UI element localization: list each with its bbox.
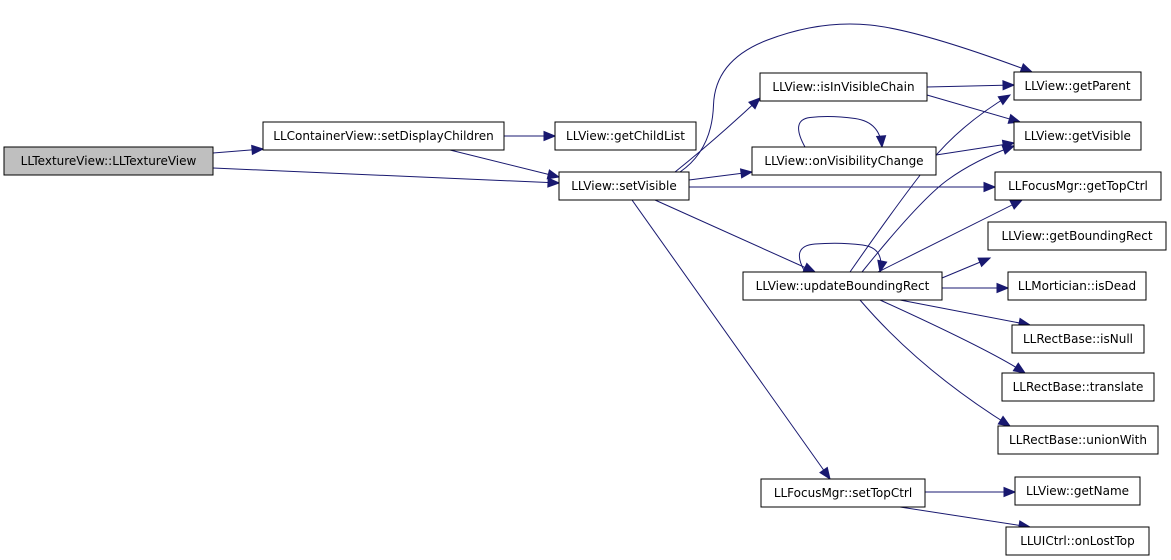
edge-ctor-to-setvisible (212, 167, 560, 184)
edge-ctor-to-setdisplaychildren-arrowhead (251, 144, 265, 156)
node-label: LLView::setVisible (571, 179, 677, 193)
edge-updateboundingrect-to-getboundingrect-arrowhead (977, 257, 992, 268)
edge-setvisible-to-updateboundingrect-arrowhead (802, 262, 817, 273)
node-label: LLView::getBoundingRect (1001, 229, 1152, 243)
node-lltextureview-ctor[interactable]: LLTextureView::LLTextureView (3, 146, 214, 176)
node-label: LLTextureView::LLTextureView (21, 154, 197, 168)
edges-layer (212, 23, 1034, 531)
node-gettopctrl[interactable]: LLFocusMgr::getTopCtrl (994, 171, 1162, 201)
node-getname[interactable]: LLView::getName (1014, 476, 1141, 506)
edge-updateboundingrect-to-getvisible (861, 145, 1015, 273)
node-label: LLFocusMgr::setTopCtrl (774, 486, 912, 500)
edge-setvisible-to-settopctrl (631, 199, 831, 480)
node-settopctrl[interactable]: LLFocusMgr::setTopCtrl (760, 478, 926, 508)
edge-updateboundingrect-to-unionwith-arrowhead (997, 415, 1012, 427)
edge-updateboundingrect-to-translate-arrowhead (1012, 362, 1027, 374)
edge-settopctrl-to-getname-arrowhead (1003, 486, 1017, 498)
node-label: LLRectBase::unionWith (1009, 433, 1147, 447)
node-label: LLView::getChildList (566, 129, 685, 143)
node-getchildlist[interactable]: LLView::getChildList (554, 121, 697, 151)
edge-onvisibilitychange-self (798, 115, 883, 148)
edge-setvisible-to-settopctrl-arrowhead (819, 466, 831, 481)
node-getparent[interactable]: LLView::getParent (1013, 71, 1142, 101)
node-getboundingrect[interactable]: LLView::getBoundingRect (987, 221, 1167, 251)
edge-updateboundingrect-to-translate (879, 299, 1026, 374)
node-label: LLFocusMgr::getTopCtrl (1008, 179, 1148, 193)
edge-ctor-to-setvisible-arrowhead (547, 177, 561, 188)
edge-updateboundingrect-self (798, 242, 882, 273)
node-onvisibilitychange[interactable]: LLView::onVisibilityChange (751, 146, 937, 176)
node-onlosttop[interactable]: LLUICtrl::onLostTop (1005, 526, 1150, 556)
node-isdead[interactable]: LLMortician::isDead (1007, 271, 1147, 301)
node-setvisible[interactable]: LLView::setVisible (558, 171, 690, 201)
edge-settopctrl-to-onlosttop (899, 506, 1031, 528)
node-label: LLView::getVisible (1024, 129, 1131, 143)
node-isinvisiblechain[interactable]: LLView::isInVisibleChain (759, 72, 928, 102)
edge-setvisible-to-getparent (679, 23, 1033, 173)
edge-setvisible-to-isinvisiblechain-arrowhead (748, 97, 761, 110)
node-isnull[interactable]: LLRectBase::isNull (1011, 324, 1145, 354)
edge-isinvisiblechain-to-getvisible (926, 94, 1021, 123)
node-updateboundingrect[interactable]: LLView::updateBoundingRect (742, 271, 943, 301)
edge-isinvisiblechain-to-getparent-arrowhead (1002, 80, 1016, 91)
node-translate[interactable]: LLRectBase::translate (1001, 372, 1155, 402)
node-label: LLView::isInVisibleChain (772, 80, 914, 94)
node-unionwith[interactable]: LLRectBase::unionWith (997, 425, 1159, 455)
edge-setvisible-to-getparent-arrowhead (1019, 63, 1034, 73)
node-label: LLContainerView::setDisplayChildren (273, 129, 493, 143)
node-label: LLView::getParent (1024, 79, 1130, 93)
edge-setvisible-to-onvisibilitychange-arrowhead (739, 168, 754, 179)
edge-updateboundingrect-to-isnull (899, 299, 1031, 326)
edge-setdisplaychildren-to-setvisible-arrowhead (546, 169, 561, 180)
edge-updateboundingrect-to-gettopctrl-arrowhead (1009, 199, 1024, 210)
node-getvisible[interactable]: LLView::getVisible (1013, 121, 1142, 151)
edge-onvisibilitychange-to-getvisible (935, 142, 1015, 156)
edge-onvisibilitychange-self-arrowhead (875, 135, 887, 149)
edge-setvisible-to-isinvisiblechain (674, 97, 761, 173)
edge-setvisible-to-gettopctrl-arrowhead (983, 181, 997, 193)
node-label: LLMortician::isDead (1018, 279, 1136, 293)
node-label: LLView::onVisibilityChange (764, 154, 923, 168)
edge-updateboundingrect-to-getvisible-arrowhead (1001, 144, 1016, 155)
edge-setdisplaychildren-to-setvisible (449, 149, 560, 178)
node-label: LLRectBase::translate (1013, 380, 1144, 394)
edge-setdisplaychildren-to-getchildlist-arrowhead (543, 130, 557, 142)
node-setdisplaychildren[interactable]: LLContainerView::setDisplayChildren (262, 121, 505, 151)
node-label: LLRectBase::isNull (1023, 332, 1133, 346)
edge-updateboundingrect-to-gettopctrl (877, 199, 1023, 273)
node-label: LLUICtrl::onLostTop (1020, 534, 1135, 548)
node-label: LLView::updateBoundingRect (756, 279, 930, 293)
edge-updateboundingrect-to-isdead-arrowhead (996, 282, 1010, 294)
edge-updateboundingrect-self-arrowhead (877, 259, 888, 274)
node-label: LLView::getName (1026, 484, 1129, 498)
edge-setvisible-to-updateboundingrect (654, 199, 816, 273)
edge-updateboundingrect-to-getparent-arrowhead (997, 94, 1012, 106)
edge-updateboundingrect-to-unionwith (859, 299, 1011, 427)
edge-isinvisiblechain-to-getparent (926, 84, 1015, 88)
